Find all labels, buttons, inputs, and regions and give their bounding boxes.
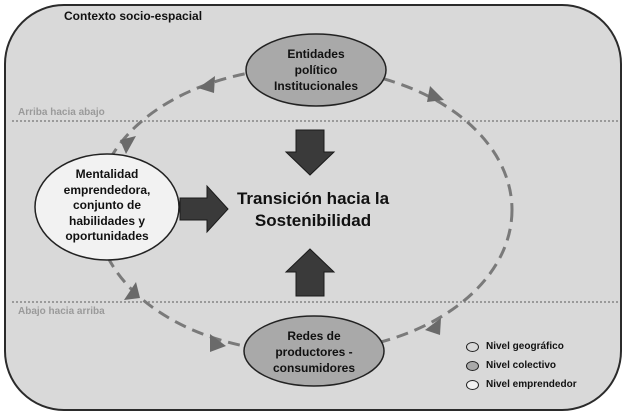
bottom-up-label: Abajo hacia arriba — [18, 306, 105, 317]
top-down-divider — [12, 120, 618, 122]
context-title: Contexto socio-espacial — [64, 9, 203, 23]
node-mindset-label: Mentalidad emprendedora, conjunto de hab… — [63, 167, 151, 243]
node-entities-label: Entidades político Institucionales — [273, 47, 359, 93]
node-mindset — [34, 153, 180, 261]
node-networks — [243, 315, 385, 387]
legend-swatch-geographic — [466, 341, 479, 352]
cycle-arrowhead-top-right — [427, 86, 444, 102]
legend-swatch-collective — [466, 360, 479, 371]
legend: Nivel geográfico Nivel colectivo Nivel e… — [466, 337, 577, 394]
center-title: Transición hacia la Sostenibilidad — [236, 189, 390, 230]
top-down-label: Arriba hacia abajo — [18, 107, 105, 118]
legend-item-entrepreneur: Nivel emprendedor — [466, 375, 577, 394]
arrow-up — [284, 248, 336, 297]
node-entities — [245, 33, 387, 107]
cycle-arrowhead-left-lower — [124, 282, 140, 300]
node-networks-label: Redes de productores - consumidores — [272, 329, 356, 375]
cycle-arrowhead-left-upper — [120, 136, 136, 154]
legend-swatch-entrepreneur — [466, 379, 479, 390]
cycle-arrowhead-bottom-left — [210, 334, 226, 352]
cycle-arrowhead-bottom-right — [425, 318, 441, 335]
cycle-arrowhead-top-left — [198, 76, 215, 93]
arrow-right — [179, 184, 229, 234]
legend-item-geographic: Nivel geográfico — [466, 337, 577, 356]
legend-item-collective: Nivel colectivo — [466, 356, 577, 375]
bottom-up-divider — [12, 301, 618, 303]
arrow-down — [284, 129, 336, 176]
